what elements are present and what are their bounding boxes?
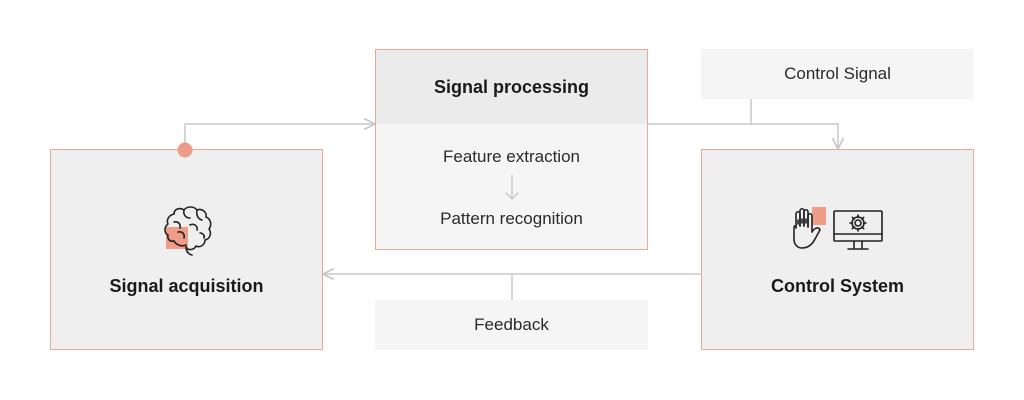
edge-acquisition-to-processing [184,124,375,148]
edge-processing-to-control [648,123,838,149]
hand-icon [793,207,826,249]
feedback-label-box: Feedback [375,300,648,350]
signal-acquisition-node: Signal acquisition [50,142,323,350]
brain-icon [164,206,212,256]
signal-processing-header: Signal processing [376,50,647,124]
connection-point [177,142,193,158]
feedback-label: Feedback [474,315,549,334]
step-pattern-recognition: Pattern recognition [440,209,583,228]
arrow-down-icon [505,175,519,200]
step-feature-extraction: Feature extraction [442,147,580,166]
signal-acquisition-label: Signal acquisition [109,276,264,296]
monitor-gear-icon [833,210,883,250]
control-system-node: Control System [701,149,974,350]
signal-processing-label: Signal processing [433,77,590,97]
control-system-label: Control System [770,276,905,296]
control-signal-label: Control Signal [784,64,891,83]
control-signal-label-box: Control Signal [701,49,974,99]
signal-processing-node: Signal processing Feature extraction Pat… [375,49,648,250]
